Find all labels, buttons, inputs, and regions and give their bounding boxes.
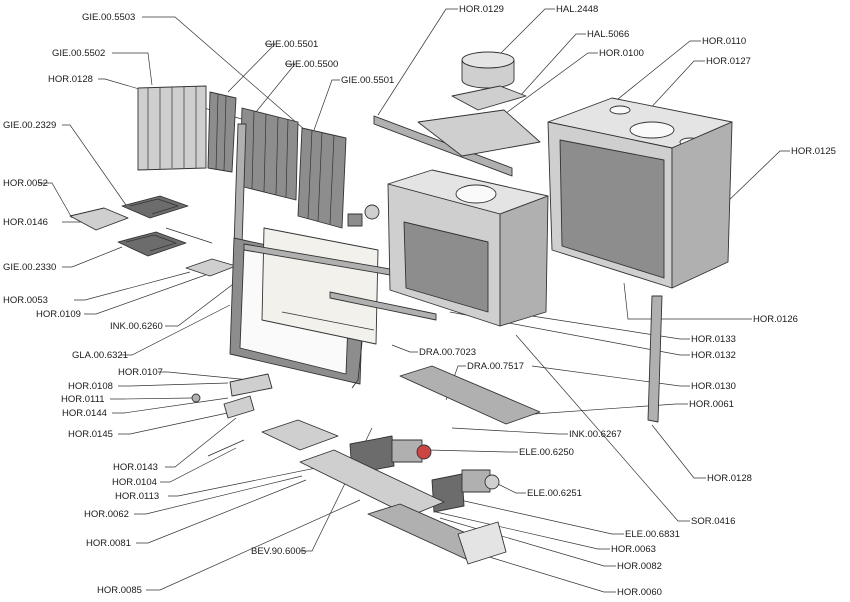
label-hor-0126: HOR.0126	[753, 314, 798, 325]
back-panel-left	[137, 85, 207, 171]
label-bev-90-6005: BEV.90.6005	[251, 546, 306, 557]
label-ele-00-6250: ELE.00.6250	[519, 447, 574, 458]
label-hor-0111: HOR.0111	[61, 394, 104, 405]
label-hor-0129: HOR.0129	[459, 4, 504, 15]
bottom-bracket	[399, 365, 541, 425]
label-gie-00-2330: GIE.00.2330	[3, 262, 56, 273]
label-hor-0127: HOR.0127	[706, 56, 751, 67]
firebox	[387, 169, 549, 327]
label-hal-5066: HAL.5066	[587, 29, 629, 40]
label-hor-0107: HOR.0107	[118, 367, 163, 378]
label-hor-0108: HOR.0108	[68, 381, 113, 392]
label-gie-00-5503: GIE.00.5503	[82, 12, 135, 23]
label-hor-0082: HOR.0082	[617, 561, 662, 572]
label-hor-0063: HOR.0063	[611, 544, 656, 555]
bottom-channel	[299, 449, 507, 565]
leader-lines	[38, 8, 790, 593]
label-gie-00-5502: GIE.00.5502	[52, 48, 105, 59]
side-rail-right	[647, 295, 663, 423]
vertical-rail	[233, 123, 247, 247]
label-gie-00-5501-b: GIE.00.5501	[341, 75, 394, 86]
label-hor-0128-b: HOR.0128	[707, 473, 752, 484]
label-ink-00-6267: INK.00.6267	[569, 429, 622, 440]
handle-rod	[351, 341, 363, 389]
label-hor-0145: HOR.0145	[68, 429, 113, 440]
label-hor-0085: HOR.0085	[97, 585, 142, 596]
label-sor-0416: SOR.0416	[691, 516, 735, 527]
label-gie-00-5501-a: GIE.00.5501	[265, 39, 318, 50]
part-labels: GIE.00.5503 GIE.00.5502 GIE.00.5501 GIE.…	[3, 4, 836, 598]
label-hor-0133: HOR.0133	[691, 334, 736, 345]
outer-casing	[547, 97, 733, 289]
label-hor-0062: HOR.0062	[84, 509, 129, 520]
label-hor-0104: HOR.0104	[112, 477, 157, 488]
flue-collar	[461, 51, 515, 89]
fan-unit-right	[431, 469, 500, 513]
label-hor-0052: HOR.0052	[3, 178, 48, 189]
control-plates	[191, 373, 273, 457]
label-dra-00-7023: DRA.00.7023	[419, 347, 476, 358]
label-gla-00-6321: GLA.00.6321	[72, 350, 128, 361]
label-hor-0109: HOR.0109	[36, 309, 81, 320]
label-hor-0132: HOR.0132	[691, 350, 736, 361]
ash-plate	[69, 207, 129, 231]
side-panel-right	[297, 127, 347, 229]
back-panel-strip	[207, 91, 237, 173]
label-hor-0110: HOR.0110	[702, 36, 746, 47]
label-hor-0143: HOR.0143	[113, 462, 158, 473]
label-ele-00-6251: ELE.00.6251	[527, 488, 582, 499]
label-ink-00-6260: INK.00.6260	[110, 321, 163, 332]
knob	[347, 204, 380, 227]
label-hor-0146: HOR.0146	[3, 217, 48, 228]
grille-top	[121, 195, 189, 219]
label-hor-0061: HOR.0061	[689, 399, 734, 410]
small-plate	[185, 258, 237, 277]
ash-tray	[261, 419, 339, 451]
label-hor-0060: HOR.0060	[617, 587, 662, 598]
label-hor-0081: HOR.0081	[86, 538, 131, 549]
side-panel-middle	[239, 107, 299, 201]
label-ele-00-6831: ELE.00.6831	[625, 529, 680, 540]
grille-bottom	[117, 231, 187, 257]
label-hor-0113: HOR.0113	[115, 491, 159, 502]
label-hor-0128-a: HOR.0128	[48, 74, 93, 85]
label-gie-00-5500: GIE.00.5500	[285, 59, 338, 70]
label-hor-0144: HOR.0144	[62, 408, 107, 419]
label-gie-00-2329: GIE.00.2329	[3, 120, 56, 131]
label-hor-0100: HOR.0100	[599, 48, 644, 59]
label-hor-0130: HOR.0130	[691, 381, 736, 392]
label-hal-2448: HAL.2448	[556, 4, 598, 15]
label-dra-00-7517: DRA.00.7517	[467, 361, 524, 372]
rod	[165, 227, 213, 244]
label-hor-0053: HOR.0053	[3, 295, 48, 306]
deflector-plate	[417, 85, 541, 157]
label-hor-0125: HOR.0125	[791, 146, 836, 157]
